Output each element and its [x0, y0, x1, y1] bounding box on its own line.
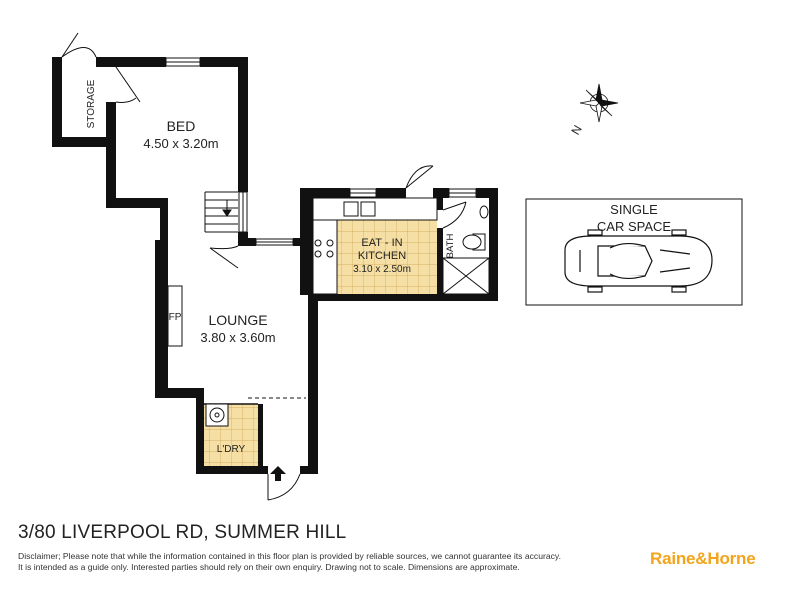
property-address: 3/80 LIVERPOOL RD, SUMMER HILL — [18, 522, 347, 543]
brand-logo: Raine&Horne — [650, 549, 756, 568]
disclaimer-line-1: Disclaimer; Please note that while the i… — [18, 551, 561, 561]
walls — [52, 57, 498, 474]
disclaimer-line-2: It is intended as a guide only. Interest… — [18, 562, 520, 572]
kitchen-label-line2: KITCHEN — [358, 250, 406, 262]
car-icon — [564, 229, 713, 293]
fireplace-label: FP — [169, 312, 182, 323]
storage-label: STORAGE — [86, 79, 97, 128]
kitchen-fixtures — [312, 197, 438, 295]
windows — [165, 57, 477, 246]
entry-arrow-icon — [270, 466, 286, 481]
doors — [61, 32, 467, 501]
kitchen-size: 3.10 x 2.50m — [353, 264, 411, 275]
disclaimer: Disclaimer; Please note that while the i… — [18, 551, 561, 573]
laundry-fixtures — [205, 403, 229, 427]
lounge-label: LOUNGE — [208, 312, 267, 328]
bath-label: BATH — [445, 234, 456, 259]
lounge-size: 3.80 x 3.60m — [200, 330, 275, 345]
car-space-label-line2: CAR SPACE — [597, 219, 671, 234]
bed-size: 4.50 x 3.20m — [143, 136, 218, 151]
bath-fixtures — [442, 205, 490, 295]
car-space — [525, 198, 743, 306]
stairs — [204, 191, 238, 233]
compass-label: N — [568, 123, 584, 138]
kitchen-label-line1: EAT - IN — [361, 237, 402, 249]
fireplace-outline — [167, 285, 183, 347]
car-space-label-line1: SINGLE — [610, 202, 658, 217]
bed-label: BED — [167, 118, 196, 134]
compass-rose-icon — [579, 83, 619, 123]
laundry-label: L'DRY — [217, 444, 246, 455]
